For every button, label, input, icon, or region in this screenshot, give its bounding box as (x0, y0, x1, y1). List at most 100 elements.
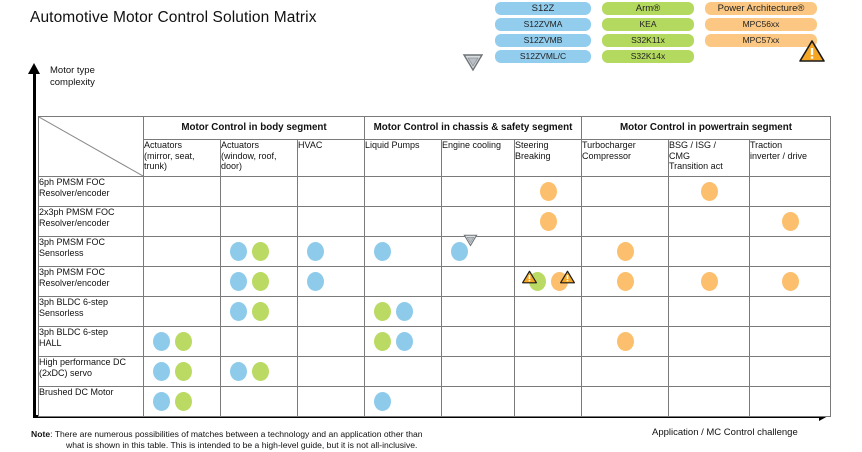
matrix-cell[interactable] (297, 206, 365, 237)
marker-dot-blue (374, 392, 391, 411)
matrix-cell[interactable] (514, 296, 582, 327)
matrix-cell[interactable] (514, 206, 582, 237)
y-axis-line (33, 72, 36, 417)
matrix-cell[interactable] (749, 296, 831, 327)
matrix-cell[interactable] (514, 236, 582, 267)
matrix-cell[interactable] (441, 356, 515, 387)
matrix-cell[interactable] (364, 176, 442, 207)
table-row: High performance DC(2xDC) servo (38, 356, 831, 387)
matrix-cell[interactable] (581, 206, 669, 237)
matrix-cell[interactable] (668, 266, 750, 297)
matrix-cell[interactable] (514, 176, 582, 207)
legend-chip: S32K14x (602, 50, 694, 63)
matrix-cell[interactable] (297, 266, 365, 297)
matrix-cell[interactable] (297, 326, 365, 357)
matrix-cell[interactable] (220, 236, 298, 267)
segment-header-row: Motor Control in body segment Motor Cont… (38, 116, 831, 177)
col-head-line: Traction (750, 140, 783, 150)
matrix-cell[interactable] (581, 236, 669, 267)
matrix-cell[interactable] (581, 176, 669, 207)
matrix-cell[interactable] (441, 296, 515, 327)
matrix-cell[interactable] (581, 356, 669, 387)
matrix-cell[interactable] (441, 326, 515, 357)
matrix-cell[interactable] (297, 356, 365, 387)
marker-group (221, 267, 297, 296)
matrix-cell[interactable] (364, 236, 442, 267)
matrix-cell[interactable] (668, 296, 750, 327)
marker-group (221, 357, 297, 386)
matrix-cell[interactable] (297, 296, 365, 327)
column-header-traction-inverter: Traction inverter / drive (749, 139, 831, 177)
footnote-line2: what is shown in this table. This is int… (66, 440, 418, 450)
marker-dot-blue (230, 272, 247, 291)
matrix-cell[interactable] (220, 296, 298, 327)
matrix-cell[interactable] (668, 356, 750, 387)
matrix-cell[interactable] (441, 176, 515, 207)
matrix-cell[interactable] (514, 356, 582, 387)
matrix-cell[interactable] (220, 206, 298, 237)
matrix-cell[interactable] (143, 236, 221, 267)
matrix-cell[interactable] (143, 326, 221, 357)
matrix-cell[interactable] (364, 356, 442, 387)
matrix-cell[interactable] (220, 356, 298, 387)
marker-dot-orange (550, 270, 575, 291)
matrix-cell[interactable] (749, 386, 831, 417)
matrix-cell[interactable] (364, 296, 442, 327)
matrix-cell[interactable] (749, 266, 831, 297)
matrix-cell[interactable] (220, 386, 298, 417)
matrix-cell[interactable] (364, 206, 442, 237)
matrix-cell[interactable] (668, 176, 750, 207)
matrix-cell[interactable] (749, 326, 831, 357)
legend-column-s12z: S12Z S12ZVMA S12ZVMB S12ZVML/C (495, 2, 591, 63)
matrix-cell[interactable] (581, 296, 669, 327)
matrix-cell[interactable] (143, 176, 221, 207)
matrix-cell[interactable] (668, 326, 750, 357)
matrix-cell[interactable] (441, 386, 515, 417)
matrix-cell[interactable] (364, 266, 442, 297)
matrix-cell[interactable] (364, 326, 442, 357)
matrix-cell[interactable] (220, 176, 298, 207)
matrix-cell[interactable] (749, 236, 831, 267)
col-head-line: Liquid Pumps (365, 140, 420, 150)
row-label: Brushed DC Motor (38, 386, 144, 417)
col-head-line: Actuators (144, 140, 183, 150)
matrix-cell[interactable] (143, 266, 221, 297)
matrix-cell[interactable] (441, 234, 515, 267)
matrix-cell[interactable] (514, 266, 582, 297)
matrix-cell[interactable] (143, 386, 221, 417)
grey-warning-triangle-icon (463, 233, 478, 252)
marker-group (298, 237, 364, 266)
matrix-cell[interactable] (297, 176, 365, 207)
matrix-cell[interactable] (364, 386, 442, 417)
matrix-cell[interactable] (297, 236, 365, 267)
matrix-cell[interactable] (749, 176, 831, 207)
matrix-cell[interactable] (668, 236, 750, 267)
matrix-cell[interactable] (668, 206, 750, 237)
marker-group (669, 177, 749, 206)
matrix-cell[interactable] (220, 326, 298, 357)
matrix-cell[interactable] (581, 326, 669, 357)
marker-dot-green (175, 392, 192, 411)
legend-chip: S12ZVMA (495, 18, 591, 31)
matrix-cell[interactable] (297, 386, 365, 417)
matrix-cell[interactable] (220, 266, 298, 297)
matrix-cell[interactable] (143, 296, 221, 327)
matrix-cell[interactable] (581, 266, 669, 297)
matrix-cell[interactable] (749, 206, 831, 237)
marker-dot-green (521, 270, 546, 291)
marker-group (298, 267, 364, 296)
matrix-cell[interactable] (514, 386, 582, 417)
matrix-cell[interactable] (668, 386, 750, 417)
matrix-cell[interactable] (514, 326, 582, 357)
matrix-cell[interactable] (143, 356, 221, 387)
matrix-cell[interactable] (143, 206, 221, 237)
matrix-cell[interactable] (441, 206, 515, 237)
matrix-cell[interactable] (441, 266, 515, 297)
column-header-bsg-isg-cmg: BSG / ISG / CMG Transition act (668, 139, 750, 177)
matrix-cell[interactable] (581, 386, 669, 417)
matrix-cell[interactable] (749, 356, 831, 387)
